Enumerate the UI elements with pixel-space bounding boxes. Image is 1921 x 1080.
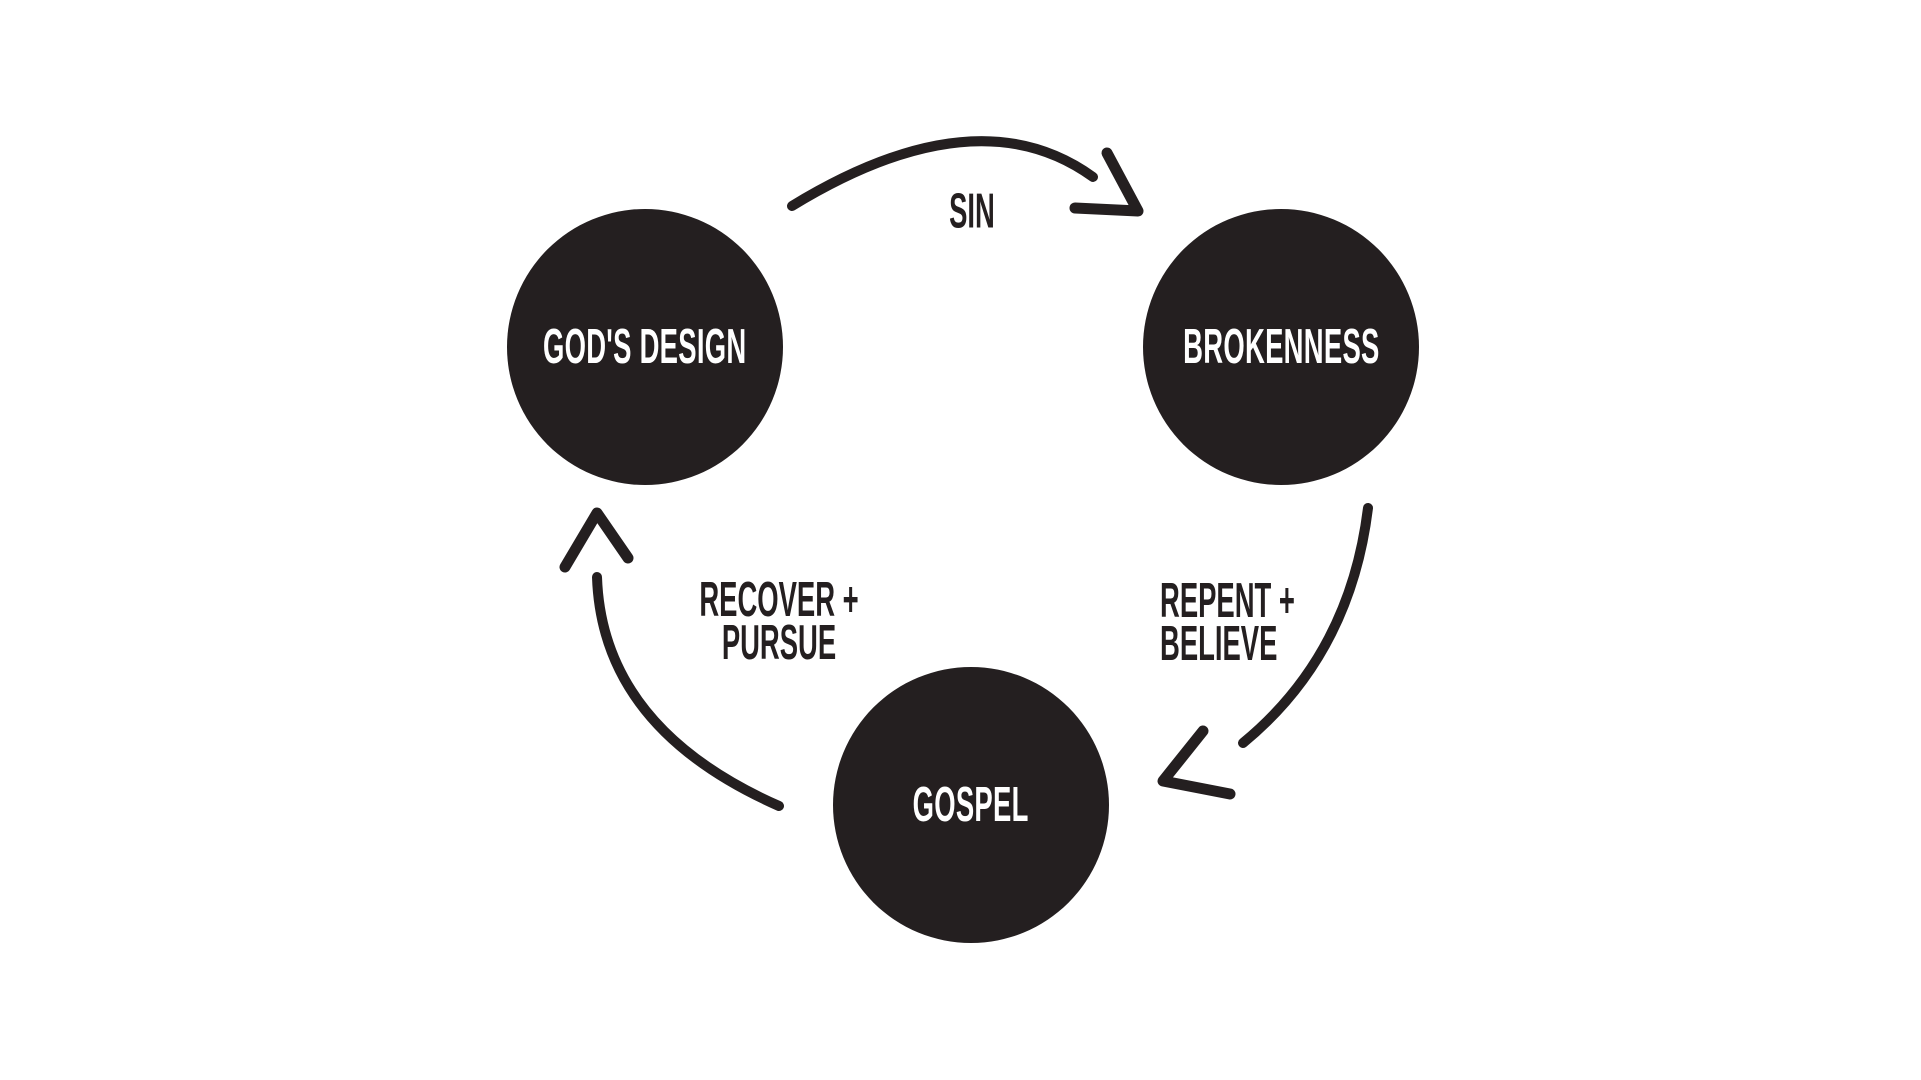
node-brokenness: BROKENNESS: [1143, 209, 1419, 485]
node-gods-design: GOD'S DESIGN: [507, 209, 783, 485]
edge-label-repent-believe-line1: REPENT +: [1160, 574, 1295, 628]
node-gospel-label: GOSPEL: [912, 778, 1030, 832]
recover-pursue-arrow-shaft: [592, 572, 784, 811]
node-gospel: GOSPEL: [833, 667, 1109, 943]
edge-label-sin-text: SIN: [949, 184, 995, 239]
repent-believe-arrow-shaft: [1238, 503, 1373, 748]
sin-arrow: [787, 136, 1144, 217]
recover-pursue-arrow: [559, 507, 784, 811]
edge-label-recover-pursue: RECOVER + PURSUE: [699, 573, 859, 670]
repent-believe-arrow: [1157, 503, 1373, 800]
node-gods-design-label: GOD'S DESIGN: [543, 320, 747, 374]
recover-pursue-arrow-head-icon: [559, 507, 634, 573]
edge-label-repent-believe: REPENT + BELIEVE: [1160, 574, 1295, 671]
edge-label-recover-pursue-line2: PURSUE: [721, 616, 837, 670]
edge-label-repent-believe-line2: BELIEVE: [1160, 617, 1278, 671]
edge-label-recover-pursue-line1: RECOVER +: [699, 573, 859, 627]
node-brokenness-label: BROKENNESS: [1182, 320, 1380, 374]
repent-believe-arrow-head-icon: [1157, 725, 1236, 800]
edge-label-sin: SIN: [949, 187, 995, 236]
sin-arrow-shaft: [787, 136, 1098, 211]
sin-arrow-head-icon: [1069, 147, 1144, 217]
